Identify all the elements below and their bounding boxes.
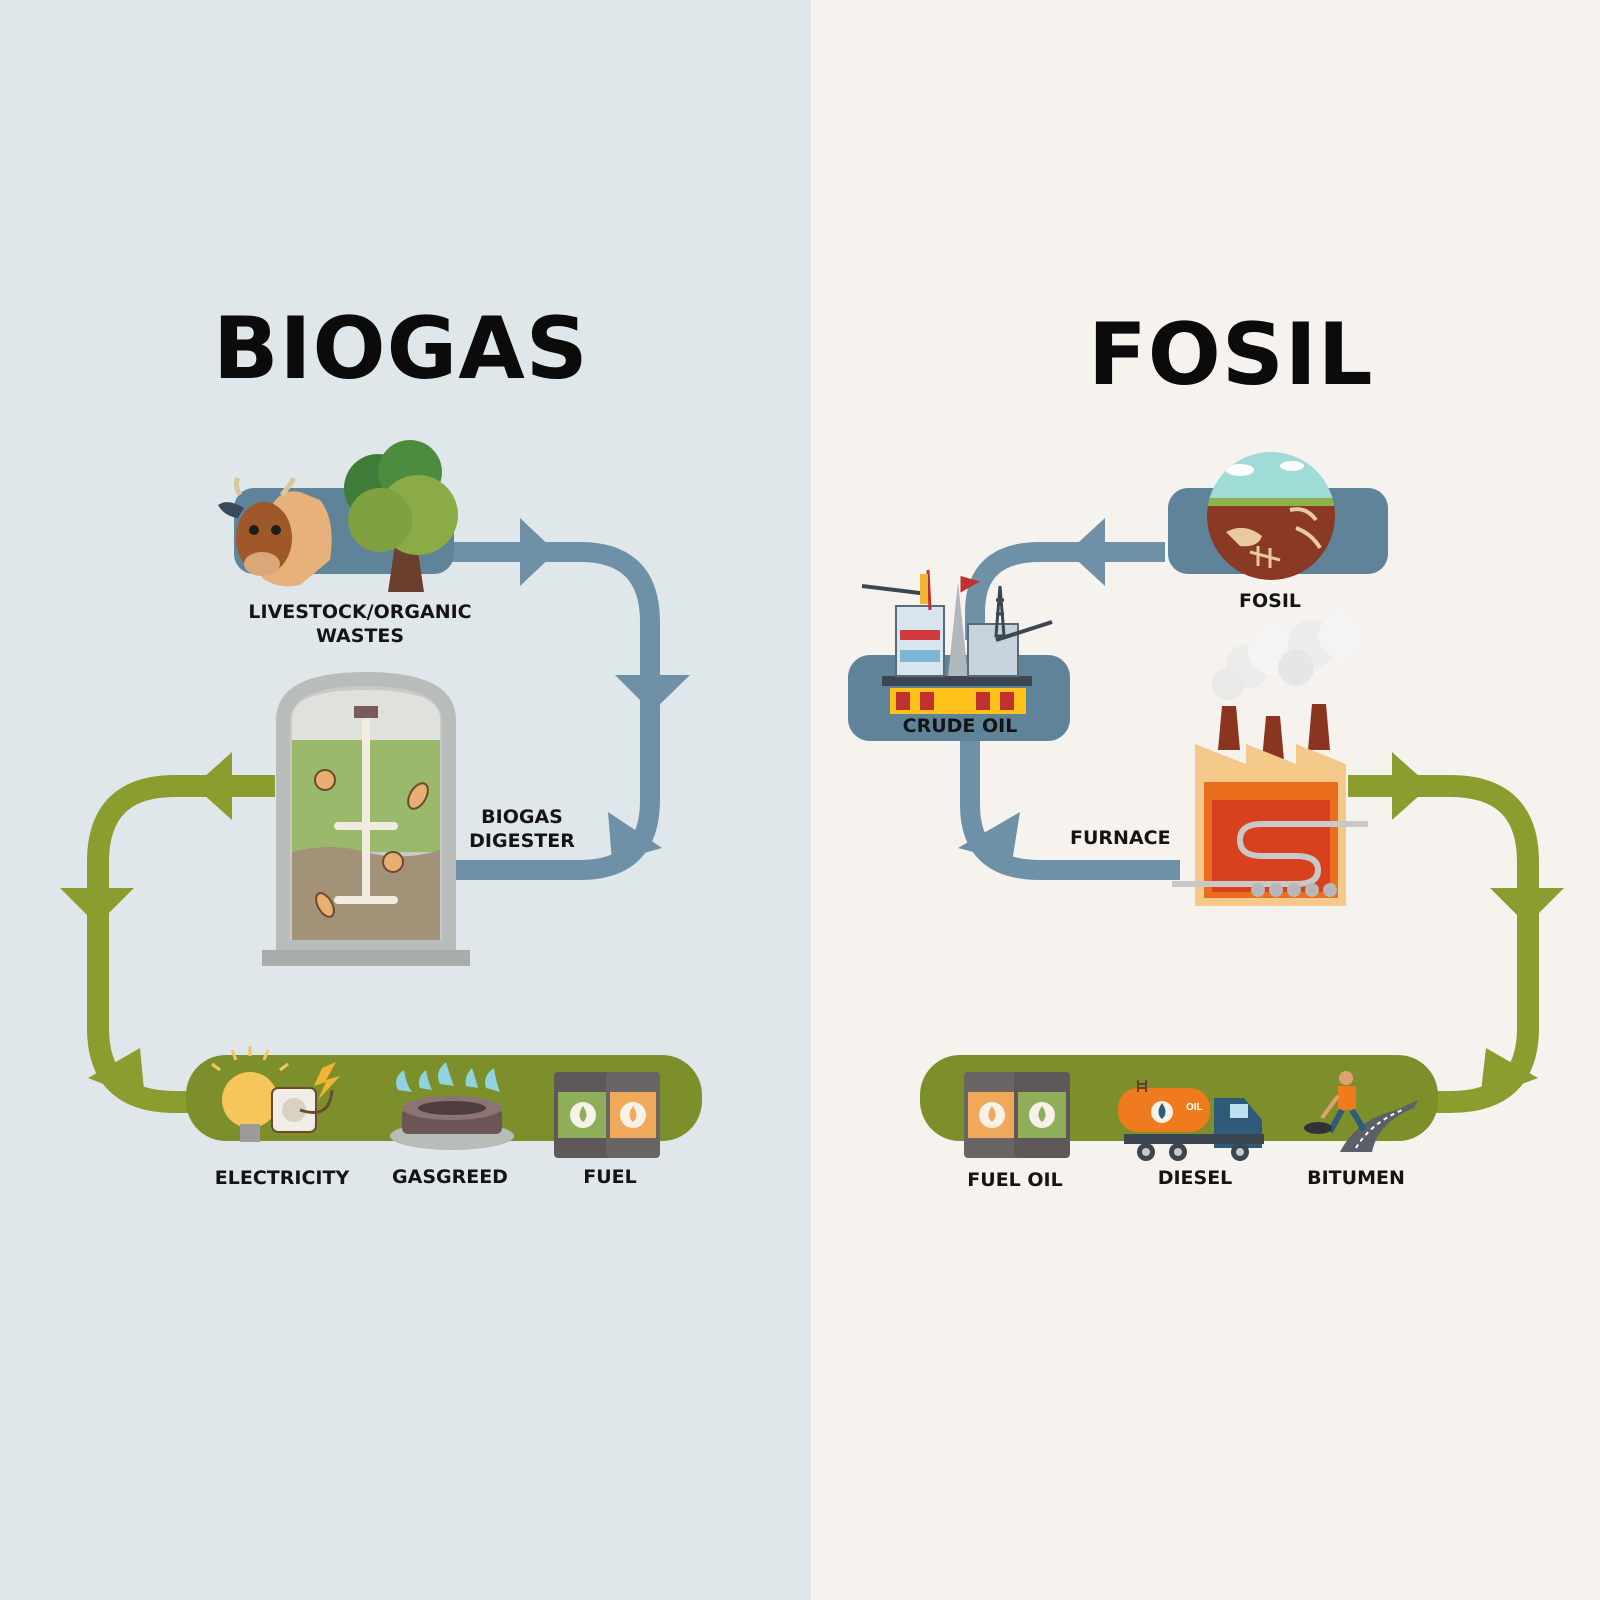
livestock-label-line1: LIVESTOCK/ORGANIC — [248, 601, 472, 623]
fosil-arrow-left-icon — [1068, 518, 1105, 586]
lightbulb-icon — [211, 1046, 289, 1142]
livestock-label: LIVESTOCK/ORGANIC WASTES — [230, 600, 490, 648]
biogas-arrow-down-icon — [615, 675, 690, 712]
product-electricity-label: ELECTRICITY — [214, 1167, 350, 1189]
fosil-title: FOSIL — [1088, 305, 1374, 405]
product-gasgreed-label: GASGREED — [392, 1166, 508, 1188]
fosil-arrow-curve-green-icon — [1480, 1048, 1538, 1100]
biogas-arrow-curve-icon — [608, 812, 662, 862]
crude-oil-label: CRUDE OIL — [902, 715, 1018, 737]
fosil-green-flow — [1348, 775, 1539, 1113]
fuel-barrels-icon — [554, 1072, 660, 1158]
biogas-arrow-curve-green-icon — [88, 1048, 145, 1100]
digester-tank-icon — [262, 672, 470, 966]
tree-icon — [344, 440, 458, 592]
product-fuel-oil-label: FUEL OIL — [967, 1169, 1063, 1191]
furnace-label: FURNACE — [1070, 827, 1171, 849]
gas-stove-icon — [390, 1062, 514, 1150]
biogas-arrow-left-icon — [194, 752, 232, 820]
biogas-blue-flow — [450, 542, 660, 880]
bitumen-road-worker-icon — [1304, 1071, 1418, 1152]
biogas-arrow-right-icon — [520, 518, 556, 586]
oil-tag: OIL — [1186, 1102, 1203, 1113]
biogas-green-flow — [87, 775, 275, 1113]
digester-label-line1: BIOGAS — [481, 806, 563, 828]
fosil-source-label: FOSIL — [1239, 590, 1301, 612]
cow-icon — [218, 476, 332, 587]
digester-label-line2: DIGESTER — [469, 830, 575, 852]
factory-furnace-icon — [1172, 614, 1368, 906]
livestock-label-line2: WASTES — [315, 625, 405, 647]
biogas-title: BIOGAS — [213, 299, 589, 399]
biogas-arrow-down-green-icon — [60, 888, 134, 925]
oil-platform-icon — [861, 569, 1053, 714]
product-fuel-label: FUEL — [583, 1166, 637, 1188]
diesel-truck-icon: OIL — [1118, 1080, 1264, 1161]
product-diesel-label: DIESEL — [1157, 1167, 1233, 1189]
fosil-arrow-curve-icon — [958, 812, 1020, 862]
power-socket-icon — [271, 1062, 340, 1133]
fuel-oil-barrels-icon — [964, 1072, 1070, 1158]
fosil-arrow-right-icon — [1392, 752, 1430, 820]
digester-label: BIOGAS DIGESTER — [458, 805, 586, 853]
product-bitumen-label: BITUMEN — [1307, 1167, 1405, 1189]
fosil-arrow-down-icon — [1490, 888, 1564, 925]
